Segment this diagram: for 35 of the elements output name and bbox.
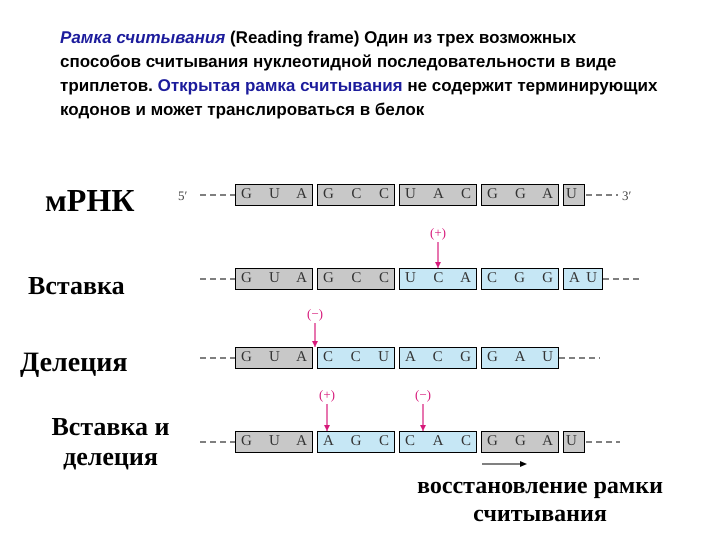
row-label: мРНК <box>45 181 136 220</box>
codon-box: C C U <box>317 347 395 369</box>
arrow <box>324 404 330 431</box>
codon-box: G G A <box>481 431 559 453</box>
arrow <box>420 404 426 431</box>
codon-box: U A C <box>399 184 477 206</box>
codon-box: G A U <box>481 347 559 369</box>
codon-box: C A C <box>399 431 477 453</box>
codon-box: G G A <box>481 184 559 206</box>
codon-box: G C C <box>317 184 395 206</box>
codon-box: G U A <box>235 431 313 453</box>
mutation-sign: (−) <box>300 305 330 323</box>
arrow <box>312 323 318 347</box>
mutation-sign: (+) <box>312 386 342 404</box>
codon-box: A C G <box>399 347 477 369</box>
row-label: Вставка <box>28 270 126 302</box>
end-label: 5′ <box>178 187 188 205</box>
mutation-sign: (+) <box>423 224 453 242</box>
row-label: Вставка и делеция <box>50 412 171 472</box>
codon-box: G U A <box>235 268 313 290</box>
description-text: Рамка считывания (Reading frame) Один из трех возможных способов считывания нуклеотидной последовательности в виде триплетов. Открытая рамка считывания не содержит терминирующих кодонов и может транслироваться в белок <box>60 27 658 121</box>
arrow <box>435 242 441 268</box>
codon-box: C G G <box>481 268 559 290</box>
mutation-sign: (−) <box>408 386 438 404</box>
codon-box: G U A <box>235 184 313 206</box>
end-label: 3′ <box>622 187 632 205</box>
codon-box: U <box>563 184 585 206</box>
row-label: Делеция <box>20 346 129 380</box>
codon-box: G C C <box>317 268 395 290</box>
annotation-text: восстановление рамки считывания <box>416 472 664 528</box>
codon-box: A U <box>563 268 603 290</box>
codon-box: A G C <box>317 431 395 453</box>
codon-box: G U A <box>235 347 313 369</box>
codon-box: U C A <box>399 268 477 290</box>
codon-box: U <box>563 431 585 453</box>
